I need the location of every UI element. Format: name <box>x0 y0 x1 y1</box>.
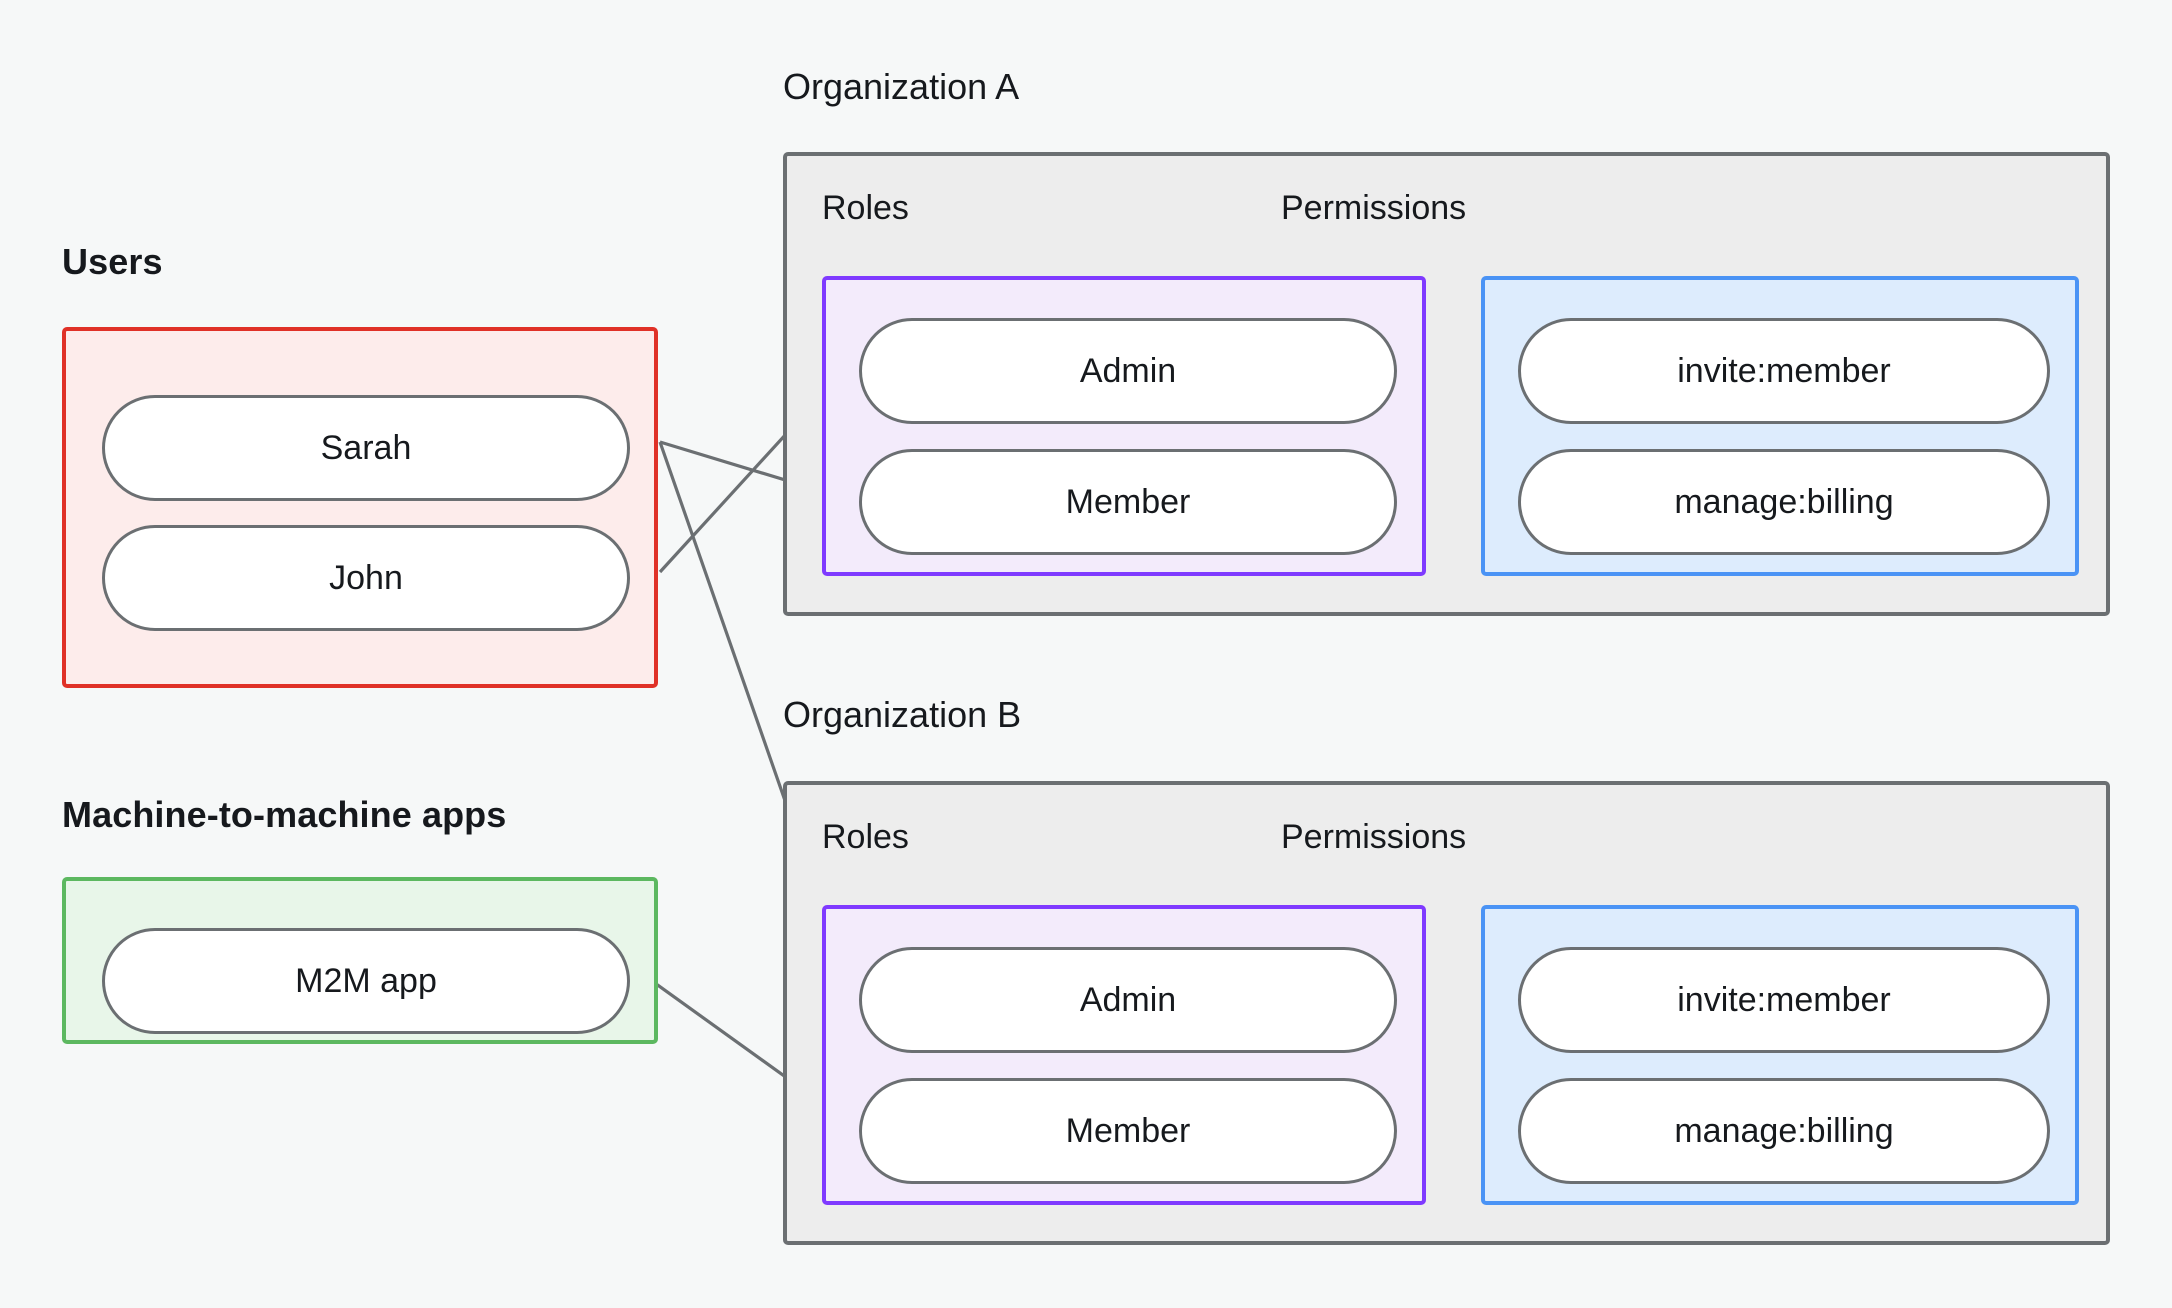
organization-b-permission-manage-billing[interactable]: manage:billing <box>1518 1078 2050 1184</box>
user-node-sarah[interactable]: Sarah <box>102 395 630 501</box>
m2m-node-app[interactable]: M2M app <box>102 928 630 1034</box>
organization-b-roles-box: Admin Member <box>822 905 1426 1205</box>
organization-b-roles-title: Roles <box>822 818 909 856</box>
organization-a-role-member[interactable]: Member <box>859 449 1397 555</box>
organization-a-box: Roles Permissions Admin Member invite:me… <box>783 152 2110 616</box>
organization-a-permissions-title: Permissions <box>1281 189 1467 227</box>
user-node-john[interactable]: John <box>102 525 630 631</box>
organization-b-role-admin[interactable]: Admin <box>859 947 1397 1053</box>
organization-b-box: Roles Permissions Admin Member invite:me… <box>783 781 2110 1245</box>
organization-a-permissions-box: invite:member manage:billing <box>1481 276 2079 576</box>
organization-a-role-admin[interactable]: Admin <box>859 318 1397 424</box>
organization-a-roles-title: Roles <box>822 189 909 227</box>
organization-a-permission-invite-member[interactable]: invite:member <box>1518 318 2050 424</box>
m2m-group-box: M2M app <box>62 877 658 1044</box>
m2m-group-title: Machine-to-machine apps <box>62 794 507 835</box>
organization-b-title: Organization B <box>783 694 1022 735</box>
organization-a-title: Organization A <box>783 66 1020 107</box>
organization-a-roles-box: Admin Member <box>822 276 1426 576</box>
organization-b-permission-invite-member[interactable]: invite:member <box>1518 947 2050 1053</box>
organization-a-permission-manage-billing[interactable]: manage:billing <box>1518 449 2050 555</box>
organization-b-permissions-title: Permissions <box>1281 818 1467 856</box>
organization-b-role-member[interactable]: Member <box>859 1078 1397 1184</box>
users-group-title: Users <box>62 241 163 282</box>
users-group-box: Sarah John <box>62 327 658 688</box>
organization-b-permissions-box: invite:member manage:billing <box>1481 905 2079 1205</box>
